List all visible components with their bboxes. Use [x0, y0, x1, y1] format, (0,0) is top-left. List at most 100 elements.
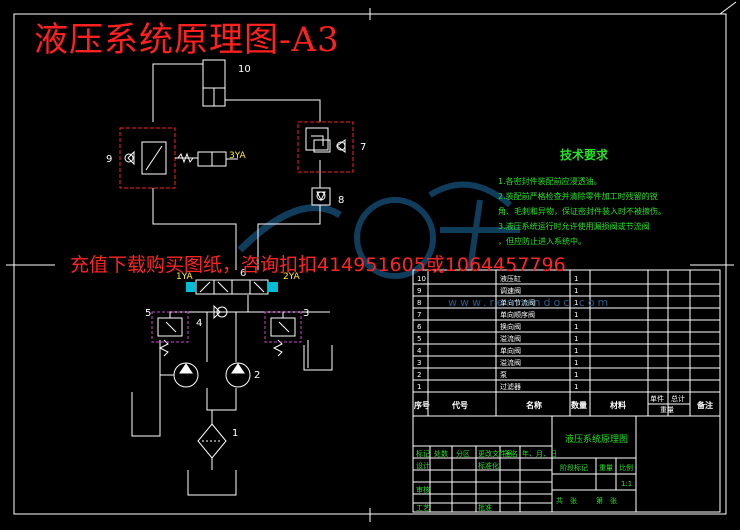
tb-standard: 标准化	[478, 461, 499, 470]
tb-sheet-no: 第 张	[596, 496, 617, 505]
part-qty: 1	[574, 371, 578, 379]
label-filter-1: 1	[232, 428, 238, 439]
label-2ya: 2YA	[283, 272, 301, 282]
header-code: 代号	[451, 400, 468, 410]
tech-requirement-line: 角、毛刺和异物，保证密封件装入时不被擦伤。	[498, 207, 666, 216]
ad-banner-text: 充值下载购买图纸，咨询扣扣414951605或1064457796	[70, 254, 566, 276]
part-no: 2	[417, 371, 421, 379]
label-cylinder-10: 10	[238, 64, 251, 75]
relief-valve-3	[270, 317, 296, 357]
tb-sign: 签名	[504, 449, 518, 458]
label-valve-7: 7	[360, 142, 366, 153]
watermark-logo	[237, 181, 520, 279]
part-qty: 1	[574, 335, 578, 343]
part-no: 5	[417, 335, 421, 343]
part-no: 8	[417, 299, 421, 307]
header-unit-weight: 单件	[650, 394, 664, 403]
part-name: 换向阀	[500, 322, 521, 331]
tb-approve: 批准	[478, 503, 492, 512]
part-no: 4	[417, 347, 422, 355]
label-1ya: 1YA	[176, 272, 194, 282]
part-qty: 1	[574, 359, 578, 367]
relief-valve-3-box	[264, 311, 302, 343]
valve-9	[124, 141, 238, 175]
part-qty: 1	[574, 347, 578, 355]
drawing-name: 液压系统原理图	[565, 433, 628, 445]
part-no: 6	[417, 323, 422, 331]
part-no: 10	[417, 275, 426, 283]
relief-valve-5	[157, 317, 183, 357]
part-name: 溢流阀	[500, 334, 521, 343]
title-block-text: 液压系统原理图 标记 处数 分区 更改文件号 签名 年、月、日 设计 标准化 审…	[416, 433, 633, 512]
label-3ya: 3YA	[229, 151, 247, 161]
valve-8	[311, 187, 331, 206]
part-name: 液压缸	[500, 274, 521, 283]
part-no: 9	[417, 287, 421, 295]
part-qty: 1	[574, 383, 578, 391]
header-total-weight: 总计	[671, 394, 685, 403]
tech-requirement-line: 1.各密封件装配前应浸透油。	[498, 177, 602, 186]
title-block	[412, 415, 721, 513]
tb-date: 年、月、日	[522, 449, 557, 458]
header-weight: 重量	[660, 406, 674, 414]
tech-requirement-line: ，但应防止进入系统中。	[498, 237, 586, 246]
tb-zone: 分区	[456, 449, 470, 458]
part-name: 溢流阀	[500, 358, 521, 367]
part-qty: 1	[574, 275, 578, 283]
tb-scale: 比例	[619, 463, 633, 472]
tb-sheet-total: 共 张	[556, 496, 577, 505]
tb-mark: 标记	[416, 449, 430, 458]
header-qty: 数量	[571, 400, 587, 410]
tb-stage-mark: 阶段标记	[560, 463, 588, 472]
tb-weight: 重量	[599, 464, 613, 472]
label-valve-9: 9	[106, 154, 112, 165]
part-no: 1	[417, 383, 421, 391]
tech-requirements-title: 技术要求	[560, 148, 609, 162]
part-qty: 1	[574, 311, 578, 319]
tb-count: 处数	[434, 449, 448, 458]
label-valve-6: 6	[240, 268, 246, 279]
part-qty: 1	[574, 323, 578, 331]
header-remark: 备注	[696, 400, 713, 410]
part-name: 单向顺序阀	[500, 310, 535, 319]
valve-7-box	[297, 121, 354, 173]
part-name: 单向节流阀	[500, 298, 535, 307]
valve-7	[305, 127, 346, 153]
header-no: 序号	[414, 400, 430, 410]
pipe-lines	[152, 63, 330, 470]
part-name: 调速阀	[500, 286, 521, 295]
tech-requirement-line: 3.液压系统运行时允许使用漏损阀或节流阀	[498, 222, 650, 231]
part-no: 3	[417, 359, 421, 367]
frame-tick-marks	[6, 1, 737, 522]
label-valve-8: 8	[338, 195, 344, 206]
label-valve-4: 4	[196, 318, 202, 329]
part-name: 过滤器	[500, 382, 521, 391]
label-pump-2: 2	[254, 370, 260, 381]
header-name: 名称	[526, 400, 542, 410]
part-name: 泵	[500, 371, 507, 379]
part-no: 7	[417, 311, 421, 319]
directional-valve-6	[186, 279, 278, 295]
filter-1	[197, 423, 227, 459]
drawing-title: 液压系统原理图-A3	[34, 20, 340, 60]
part-name: 单向阀	[500, 346, 521, 355]
part-qty: 1	[574, 299, 578, 307]
watermark-text: www.renrendoc.com	[448, 296, 612, 309]
parts-list	[412, 269, 721, 417]
check-valve-4	[213, 304, 228, 320]
part-qty: 1	[574, 287, 578, 295]
pumps	[160, 362, 251, 388]
tech-requirement-line: 2.装配前严格检查并清除零件加工时残留的锐	[498, 192, 658, 201]
tb-change-file: 更改文件号	[478, 449, 513, 458]
parts-rows: 10 液压缸 1 9 调速阀 1 8 单向节流阀 1 7 单向顺序阀 1 6 换…	[417, 274, 578, 391]
tanks	[131, 345, 333, 496]
tb-check: 审核	[416, 485, 430, 494]
parts-header: 序号 代号 名称 数量 材料 单件 总计 重量 备注	[414, 394, 713, 414]
tb-process: 工艺	[416, 504, 430, 512]
relief-valve-5-box	[151, 311, 189, 343]
label-valve-3: 3	[303, 308, 309, 319]
tb-design: 设计	[416, 461, 430, 470]
header-material: 材料	[610, 400, 626, 410]
tb-ratio: 1:1	[621, 480, 632, 488]
